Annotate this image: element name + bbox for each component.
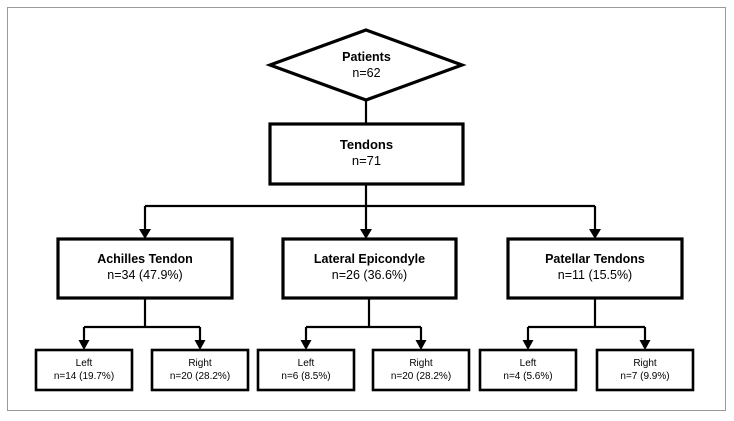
node-achilles-tendon-title: Achilles Tendon bbox=[97, 252, 193, 266]
figure-border bbox=[7, 7, 726, 411]
node-patellar-left-count: n=4 (5.6%) bbox=[503, 370, 553, 382]
node-patellar-right-shape[interactable] bbox=[595, 348, 695, 392]
node-lateral-left-count: n=6 (8.5%) bbox=[281, 370, 331, 382]
node-achilles-right-shape[interactable] bbox=[150, 348, 250, 392]
node-patellar-tendons-label: Patellar Tendons n=11 (15.5%) bbox=[508, 252, 682, 283]
node-lateral-epicondyle-label: Lateral Epicondyle n=26 (36.6%) bbox=[283, 252, 456, 283]
connector-lateral-epicondyle-to-leaves bbox=[300, 298, 427, 350]
node-patients-count: n=62 bbox=[352, 65, 381, 80]
node-patellar-tendons-shape[interactable] bbox=[506, 237, 684, 300]
connector-patellar-to-leaves bbox=[522, 298, 651, 350]
node-achilles-tendon-label: Achilles Tendon n=34 (47.9%) bbox=[58, 252, 232, 283]
node-lateral-epicondyle-count: n=26 (36.6%) bbox=[331, 267, 408, 282]
node-patients-label: Patients n=62 bbox=[270, 50, 463, 81]
node-patellar-left-shape[interactable] bbox=[478, 348, 578, 392]
node-achilles-tendon-shape[interactable] bbox=[56, 237, 234, 300]
node-achilles-right-label: Right n=20 (28.2%) bbox=[152, 358, 248, 383]
node-patellar-left-label: Left n=4 (5.6%) bbox=[480, 358, 576, 383]
node-tendons-label: Tendons n=71 bbox=[270, 137, 463, 170]
node-achilles-right-title: Right bbox=[188, 358, 212, 369]
node-patellar-tendons-count: n=11 (15.5%) bbox=[557, 267, 633, 282]
node-patellar-left-title: Left bbox=[519, 358, 537, 369]
node-lateral-right-label: Right n=20 (28.2%) bbox=[373, 358, 469, 383]
node-patients-title: Patients bbox=[342, 50, 391, 64]
node-achilles-tendon-count: n=34 (47.9%) bbox=[107, 267, 183, 282]
node-achilles-left-shape[interactable] bbox=[34, 348, 134, 392]
node-tendons-title: Tendons bbox=[339, 137, 394, 152]
node-lateral-right-count: n=20 (28.2%) bbox=[390, 370, 452, 382]
node-lateral-epicondyle-title: Lateral Epicondyle bbox=[313, 252, 426, 266]
node-tendons-count: n=71 bbox=[351, 153, 382, 169]
node-achilles-left-label: Left n=14 (19.7%) bbox=[36, 358, 132, 383]
node-lateral-left-label: Left n=6 (8.5%) bbox=[258, 358, 354, 383]
node-patellar-right-count: n=7 (9.9%) bbox=[620, 370, 670, 382]
node-lateral-epicondyle-shape[interactable] bbox=[281, 237, 458, 300]
node-patients-shape[interactable] bbox=[265, 28, 467, 102]
node-tendons-shape[interactable] bbox=[268, 122, 465, 186]
node-achilles-left-title: Left bbox=[75, 358, 93, 369]
node-lateral-left-shape[interactable] bbox=[256, 348, 356, 392]
node-patellar-right-label: Right n=7 (9.9%) bbox=[597, 358, 693, 383]
node-lateral-left-title: Left bbox=[297, 358, 315, 369]
node-achilles-left-count: n=14 (19.7%) bbox=[53, 370, 115, 382]
node-achilles-right-count: n=20 (28.2%) bbox=[169, 370, 231, 382]
node-patellar-right-title: Right bbox=[633, 358, 657, 369]
node-patellar-tendons-title: Patellar Tendons bbox=[545, 252, 645, 266]
connector-tendons-to-level2 bbox=[139, 184, 601, 239]
connector-achilles-to-leaves bbox=[78, 298, 206, 350]
node-lateral-right-shape[interactable] bbox=[371, 348, 471, 392]
node-lateral-right-title: Right bbox=[409, 358, 433, 369]
